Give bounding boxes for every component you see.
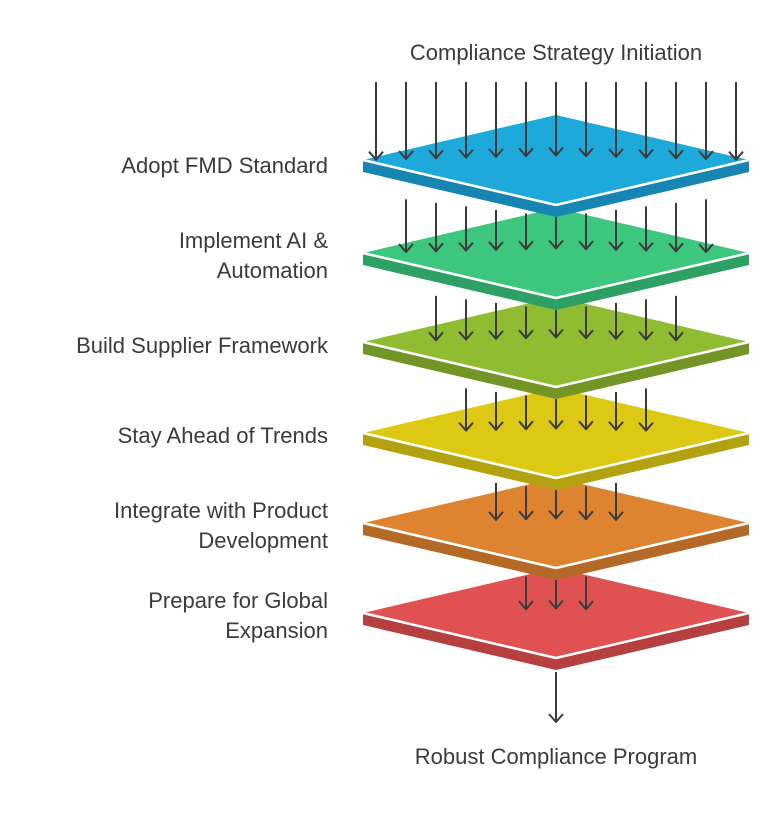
layer-label-3: Build Supplier Framework (76, 333, 328, 358)
down-arrow-icon (608, 302, 624, 340)
down-arrow-icon (518, 576, 534, 611)
down-arrow-icon (608, 391, 624, 431)
down-arrow-icon (458, 206, 474, 252)
layer-2 (362, 208, 750, 310)
down-arrow-icon (428, 295, 444, 342)
down-arrow-icon (728, 82, 744, 161)
layer-label-5: Integrate with Product Development (113, 498, 328, 553)
down-arrow-icon (428, 82, 444, 160)
layer-label-4: Stay Ahead of Trends (117, 423, 328, 448)
down-arrow-icon (638, 388, 654, 432)
layer-label-1: Adopt FMD Standard (121, 153, 328, 178)
down-arrow-icon (458, 299, 474, 341)
down-arrow-icon (548, 490, 564, 520)
down-arrow-icon (638, 206, 654, 252)
down-arrow-icon (488, 302, 504, 340)
down-arrow-icon (578, 213, 594, 251)
down-arrow-icon (698, 199, 714, 253)
down-arrow-icon (608, 82, 624, 158)
layer-6 (362, 568, 750, 670)
down-arrow-icon (488, 391, 504, 431)
layer-label-6: Prepare for Global Expansion (148, 588, 328, 643)
down-arrow-icon (398, 199, 414, 253)
layer-1 (362, 115, 750, 217)
down-arrow-icon (518, 82, 534, 158)
down-arrow-icon (548, 82, 564, 157)
down-arrow-icon (488, 209, 504, 251)
down-arrow-icon (578, 82, 594, 158)
down-arrow-icon (488, 482, 504, 521)
down-arrow-icon (578, 306, 594, 340)
down-arrow-icon (398, 82, 414, 160)
down-arrow-icon (638, 299, 654, 341)
down-arrow-icon (698, 82, 714, 160)
down-arrow-icon (548, 217, 564, 250)
top-label: Compliance Strategy Initiation (409, 40, 703, 65)
down-arrow-icon (668, 295, 684, 342)
down-arrow-icon (518, 306, 534, 340)
down-arrow-icon (548, 310, 564, 339)
down-arrow-icon (578, 576, 594, 611)
down-arrow-icon (458, 82, 474, 159)
down-arrow-icon (458, 388, 474, 432)
layer-label-2: Implement AI & Automation (178, 228, 328, 283)
down-arrow-icon (518, 395, 534, 431)
down-arrow-icon (578, 395, 594, 431)
down-arrow-icon (668, 82, 684, 160)
down-arrow-icon (548, 580, 564, 610)
down-arrow-icon (548, 399, 564, 430)
down-arrow-icon (578, 486, 594, 521)
down-arrow-icon (368, 82, 384, 161)
down-arrow-icon (608, 482, 624, 521)
down-arrow-icon (638, 82, 654, 159)
bottom-label: Robust Compliance Program (414, 744, 698, 769)
down-arrow-icon (608, 209, 624, 251)
layer-4 (362, 388, 750, 490)
down-arrow-icon (548, 672, 564, 723)
down-arrow-icon (488, 82, 504, 158)
down-arrow-icon (428, 202, 444, 253)
down-arrow-icon (518, 213, 534, 251)
down-arrow-icon (668, 202, 684, 253)
layer-5 (362, 478, 750, 580)
layer-3 (362, 297, 750, 399)
down-arrow-icon (518, 486, 534, 521)
